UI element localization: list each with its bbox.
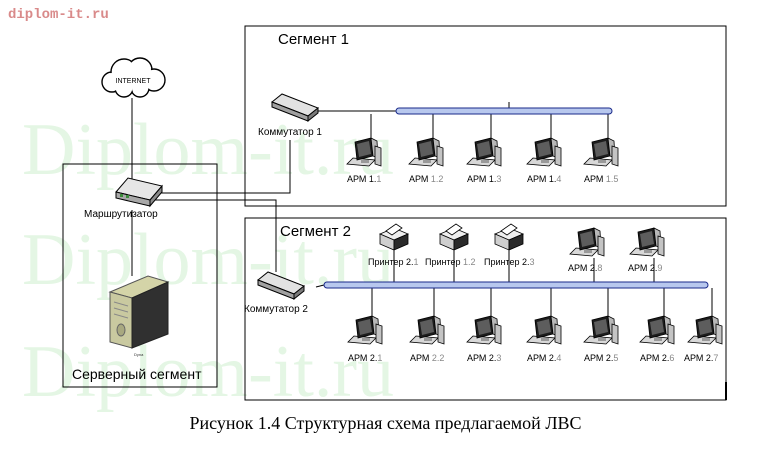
internet-label: INTERNET: [116, 78, 152, 85]
workstation-label: АРМ 2.9: [628, 263, 662, 273]
server-segment-label: Серверный сегмент: [72, 366, 202, 382]
figure-caption: Рисунок 1.4 Структурная схема предлагаем…: [189, 413, 582, 433]
segment2-bus: [323, 281, 709, 289]
printer-label: Принтер 2.1: [368, 257, 419, 267]
switch1-label: Коммутатор 1: [258, 127, 322, 138]
workstation-label: АРМ 2.2: [410, 353, 444, 363]
watermark-line-1: Diplom-it.ru: [22, 109, 395, 191]
printer-icon: [378, 223, 410, 251]
workstation-label: АРМ 1.4: [527, 174, 561, 184]
workstation-label: АРМ 1.3: [467, 174, 501, 184]
segment1-title: Сегмент 1: [278, 31, 349, 48]
workstation-label: АРМ 2.5: [584, 353, 618, 363]
internet-cloud-icon: [101, 57, 166, 98]
devices: АРМ 1.1 АРМ 1.2 АРМ 1.3 АРМ 1.4 АРМ 1.5Принт…: [346, 137, 723, 363]
segment1-bus: [395, 107, 613, 115]
segment2-drops: [371, 250, 713, 318]
workstation-icon: [629, 227, 665, 257]
server-small-label: Dyna: [134, 352, 144, 357]
printer-label: Принтер 2.3: [484, 257, 535, 267]
workstation-label: АРМ 2.1: [348, 353, 382, 363]
workstation-label: АРМ 1.2: [409, 174, 443, 184]
workstation-icon: [687, 315, 723, 345]
cabling: [131, 98, 510, 288]
workstation-icon: [409, 315, 445, 345]
workstation-label: АРМ 2.8: [568, 263, 602, 273]
segment1-drops: [370, 114, 609, 142]
workstation-label: АРМ 1.1: [347, 174, 381, 184]
printer-label: Принтер 1.2: [425, 257, 476, 267]
workstation-icon: [526, 137, 562, 167]
workstation-icon: [346, 137, 382, 167]
segment2-title: Сегмент 2: [280, 223, 351, 240]
router-label: Маршрутизатор: [84, 209, 158, 220]
segment1-frame: [244, 25, 727, 207]
switch1-icon: [271, 93, 319, 123]
watermark-top: diplom-it.ru: [8, 7, 109, 23]
printer-icon: [438, 223, 470, 251]
workstation-label: АРМ 2.6: [640, 353, 674, 363]
switch2-icon: [257, 271, 305, 301]
server-icon: [108, 275, 170, 349]
server-segment-frame: [62, 163, 218, 388]
workstation-icon: [583, 315, 619, 345]
segment2-frame: [244, 217, 727, 401]
workstation-icon: [583, 137, 619, 167]
workstation-label: АРМ 1.5: [584, 174, 618, 184]
workstation-icon: [466, 137, 502, 167]
watermark-line-3: Diplom-it.ru: [22, 331, 395, 413]
workstation-icon: [408, 137, 444, 167]
workstation-icon: [347, 315, 383, 345]
printer-icon: [493, 223, 525, 251]
workstation-icon: [526, 315, 562, 345]
workstation-label: АРМ 2.4: [527, 353, 561, 363]
workstation-icon: [569, 227, 605, 257]
workstation-label: АРМ 2.7: [684, 353, 718, 363]
switch2-label: Коммутатор 2: [244, 304, 308, 315]
workstation-icon: [466, 315, 502, 345]
router-icon: [115, 177, 163, 208]
workstation-label: АРМ 2.3: [467, 353, 501, 363]
workstation-icon: [639, 315, 675, 345]
